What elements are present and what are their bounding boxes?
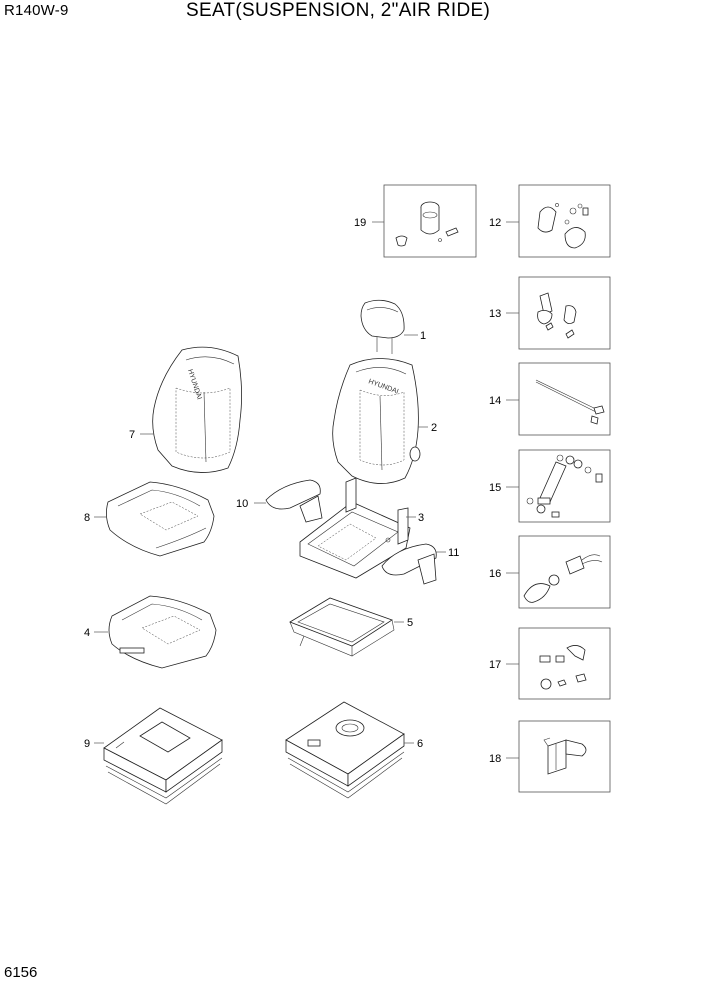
callout-6: 6 [417, 738, 423, 750]
model-code: R140W-9 [4, 2, 69, 19]
part-seat-back-cover-7: HYUNDAI [152, 346, 242, 473]
callout-9: 9 [84, 738, 90, 750]
callout-17: 17 [489, 659, 501, 671]
part-seat-back-2: HYUNDAI [332, 358, 421, 484]
detail-box-19 [383, 184, 477, 258]
detail-box-15 [518, 449, 611, 523]
callout-14: 14 [489, 395, 501, 407]
callout-12: 12 [489, 217, 501, 229]
callout-1: 1 [420, 330, 426, 342]
callout-4: 4 [84, 627, 90, 639]
part-seat-cushion-cover-8 [106, 481, 215, 557]
callout-labels: 1 2 3 4 5 6 7 8 9 10 11 12 13 14 15 16 1… [84, 217, 501, 765]
callout-15: 15 [489, 482, 501, 494]
callout-3: 3 [418, 512, 424, 524]
detail-box-16 [518, 535, 611, 609]
part-armrest-right-11 [381, 543, 437, 585]
callout-11: 11 [448, 547, 459, 559]
part-headrest [360, 299, 405, 354]
callout-5: 5 [407, 617, 413, 629]
part-seat-frame-3 [299, 477, 411, 579]
detail-box-18 [518, 720, 611, 793]
part-suspension-6 [285, 701, 405, 799]
callout-18: 18 [489, 753, 501, 765]
callout-16: 16 [489, 568, 501, 580]
part-suspension-base-9 [103, 707, 223, 805]
leader-lines [94, 221, 519, 759]
detail-box-17 [518, 627, 611, 700]
detail-box-12 [518, 184, 611, 258]
part-seat-cushion-4 [108, 595, 217, 669]
callout-10: 10 [236, 498, 248, 510]
detail-box-13 [518, 276, 611, 350]
callout-2: 2 [431, 422, 437, 434]
part-armrest-left-10 [265, 479, 323, 523]
callout-19: 19 [354, 217, 366, 229]
detail-box-14 [518, 362, 611, 436]
callout-13: 13 [489, 308, 501, 320]
page-title: SEAT(SUSPENSION, 2"AIR RIDE) [186, 0, 491, 21]
page-number: 6156 [4, 964, 38, 981]
callout-7: 7 [129, 429, 135, 441]
callout-8: 8 [84, 512, 90, 524]
part-seat-rail-5 [289, 597, 395, 657]
